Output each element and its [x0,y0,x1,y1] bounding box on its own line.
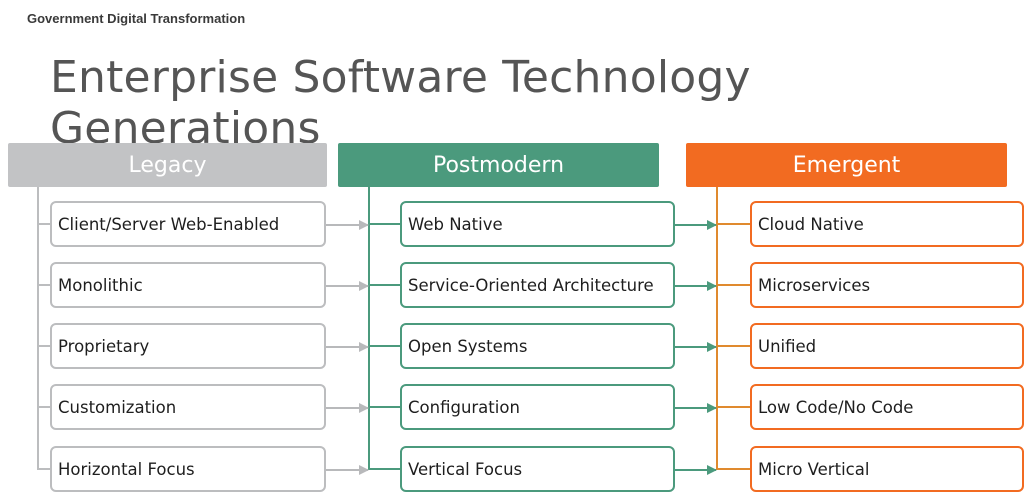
postmodern-item: Web Native [400,201,675,247]
legacy-item: Customization [50,384,326,430]
emergent-item: Unified [750,323,1024,369]
postmodern-item: Open Systems [400,323,675,369]
emergent-item: Micro Vertical [750,446,1024,492]
column-header-legacy: Legacy [8,143,327,187]
legacy-item: Monolithic [50,262,326,308]
postmodern-item: Configuration [400,384,675,430]
postmodern-item: Vertical Focus [400,446,675,492]
emergent-item: Cloud Native [750,201,1024,247]
legacy-item: Horizontal Focus [50,446,326,492]
legacy-item: Proprietary [50,323,326,369]
column-header-emergent: Emergent [686,143,1007,187]
legacy-item: Client/Server Web-Enabled [50,201,326,247]
emergent-item: Low Code/No Code [750,384,1024,430]
postmodern-item: Service-Oriented Architecture [400,262,675,308]
header-label: Government Digital Transformation [27,11,246,26]
column-header-postmodern: Postmodern [338,143,659,187]
emergent-item: Microservices [750,262,1024,308]
